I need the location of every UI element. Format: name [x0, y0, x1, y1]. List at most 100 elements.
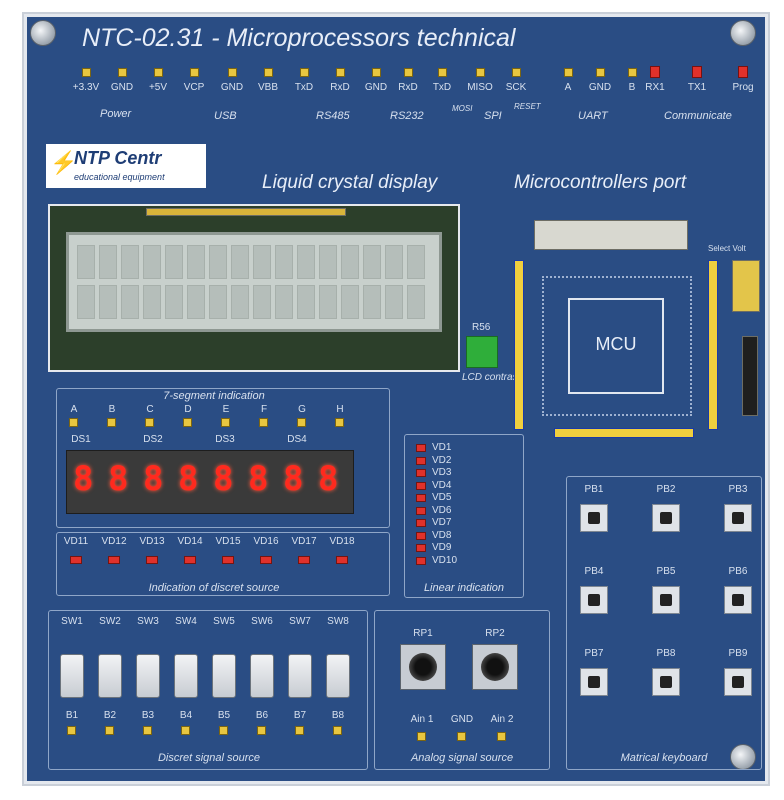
segment-pin[interactable] [183, 418, 192, 427]
seven-segment-digit: 8 [178, 459, 199, 499]
connector-pin[interactable] [154, 68, 163, 77]
switch-output-pin[interactable] [219, 726, 228, 735]
switch-output-pin[interactable] [67, 726, 76, 735]
group-label-mosi: MOSI [452, 104, 473, 113]
ntp-centr-logo: ⚡ NTP Centr educational equipment [46, 144, 206, 188]
keyboard-button[interactable] [580, 586, 608, 614]
connector-pin[interactable] [228, 68, 237, 77]
segment-pin[interactable] [221, 418, 230, 427]
matrix-keyboard-section [566, 476, 762, 770]
ds-module-label: DS3 [215, 434, 235, 445]
connector-pin[interactable] [190, 68, 199, 77]
connector-pin[interactable] [118, 68, 127, 77]
discrete-led-label: VD15 [215, 536, 241, 547]
switch-output-pin[interactable] [181, 726, 190, 735]
keyboard-button-label: PB4 [584, 566, 604, 577]
connector-pin[interactable] [438, 68, 447, 77]
keyboard-button[interactable] [580, 504, 608, 532]
toggle-switch[interactable] [288, 654, 312, 698]
connector-label: SCK [505, 82, 527, 93]
segment-label: A [70, 404, 78, 415]
connector-pin[interactable] [300, 68, 309, 77]
analog-pin[interactable] [417, 732, 426, 741]
mcu-left-pin-strip [514, 260, 524, 430]
comm-pin[interactable] [692, 66, 702, 78]
segment-pin[interactable] [335, 418, 344, 427]
keyboard-button-label: PB8 [656, 648, 676, 659]
keyboard-button[interactable] [652, 668, 680, 696]
segment-pin[interactable] [107, 418, 116, 427]
logo-subtitle: educational equipment [74, 172, 165, 182]
lcd-char-cell [121, 245, 139, 279]
mcu-right-pin-strip [708, 260, 718, 430]
discrete-led-label: VD13 [139, 536, 165, 547]
connector-pin[interactable] [512, 68, 521, 77]
segment-pin[interactable] [145, 418, 154, 427]
lcd-module [48, 204, 460, 372]
segment-label: G [298, 404, 306, 415]
switch-output-label: B7 [293, 710, 307, 721]
keyboard-button[interactable] [580, 668, 608, 696]
discrete-led-label: VD16 [253, 536, 279, 547]
analog-pin[interactable] [457, 732, 466, 741]
toggle-switch[interactable] [98, 654, 122, 698]
switch-label: SW2 [99, 616, 121, 627]
connector-pin[interactable] [564, 68, 573, 77]
connector-pin[interactable] [336, 68, 345, 77]
switch-output-pin[interactable] [333, 726, 342, 735]
switch-output-pin[interactable] [257, 726, 266, 735]
potentiometer-rp1[interactable] [400, 644, 446, 690]
connector-pin[interactable] [628, 68, 637, 77]
button-cap-icon [660, 594, 672, 606]
seven-segment-digit: 8 [143, 459, 164, 499]
lcd-screen [66, 232, 442, 332]
select-volt-label: Select Volt [708, 244, 746, 253]
keyboard-button[interactable] [652, 586, 680, 614]
discrete-led-label: VD14 [177, 536, 203, 547]
connector-label: VBB [257, 82, 278, 93]
connector-pin[interactable] [264, 68, 273, 77]
toggle-switch[interactable] [326, 654, 350, 698]
potentiometer-rp2[interactable] [472, 644, 518, 690]
toggle-switch[interactable] [136, 654, 160, 698]
led-icon [416, 444, 426, 452]
switch-output-pin[interactable] [143, 726, 152, 735]
linear-led-label: VD9 [432, 542, 452, 553]
select-volt-jumper[interactable] [732, 260, 760, 312]
toggle-switch[interactable] [174, 654, 198, 698]
switch-label: SW6 [251, 616, 273, 627]
comm-pin[interactable] [650, 66, 660, 78]
analog-pin[interactable] [497, 732, 506, 741]
button-cap-icon [732, 594, 744, 606]
connector-pin[interactable] [596, 68, 605, 77]
keyboard-button[interactable] [724, 586, 752, 614]
connector-pin[interactable] [404, 68, 413, 77]
segment-pin[interactable] [259, 418, 268, 427]
keyboard-button-label: PB5 [656, 566, 676, 577]
connector-pin[interactable] [82, 68, 91, 77]
keyboard-button[interactable] [724, 504, 752, 532]
switch-output-label: B2 [103, 710, 117, 721]
toggle-switch[interactable] [250, 654, 274, 698]
switch-output-pin[interactable] [105, 726, 114, 735]
group-label-spi: SPI [484, 110, 502, 122]
comm-pin[interactable] [738, 66, 748, 78]
connector-label: MISO [467, 82, 493, 93]
switch-output-pin[interactable] [295, 726, 304, 735]
seven-segment-digit: 8 [73, 459, 94, 499]
segment-pin[interactable] [69, 418, 78, 427]
linear-led-label: VD3 [432, 467, 452, 478]
keyboard-button[interactable] [652, 504, 680, 532]
lcd-char-cell [77, 285, 95, 319]
connector-pin[interactable] [476, 68, 485, 77]
pot-label-rp1: RP1 [413, 628, 433, 639]
toggle-switch[interactable] [60, 654, 84, 698]
keyboard-button[interactable] [724, 668, 752, 696]
connector-pin[interactable] [372, 68, 381, 77]
segment-label: C [146, 404, 154, 415]
lcd-contrast-potentiometer[interactable] [466, 336, 498, 368]
linear-led-label: VD5 [432, 492, 452, 503]
segment-pin[interactable] [297, 418, 306, 427]
toggle-switch[interactable] [212, 654, 236, 698]
